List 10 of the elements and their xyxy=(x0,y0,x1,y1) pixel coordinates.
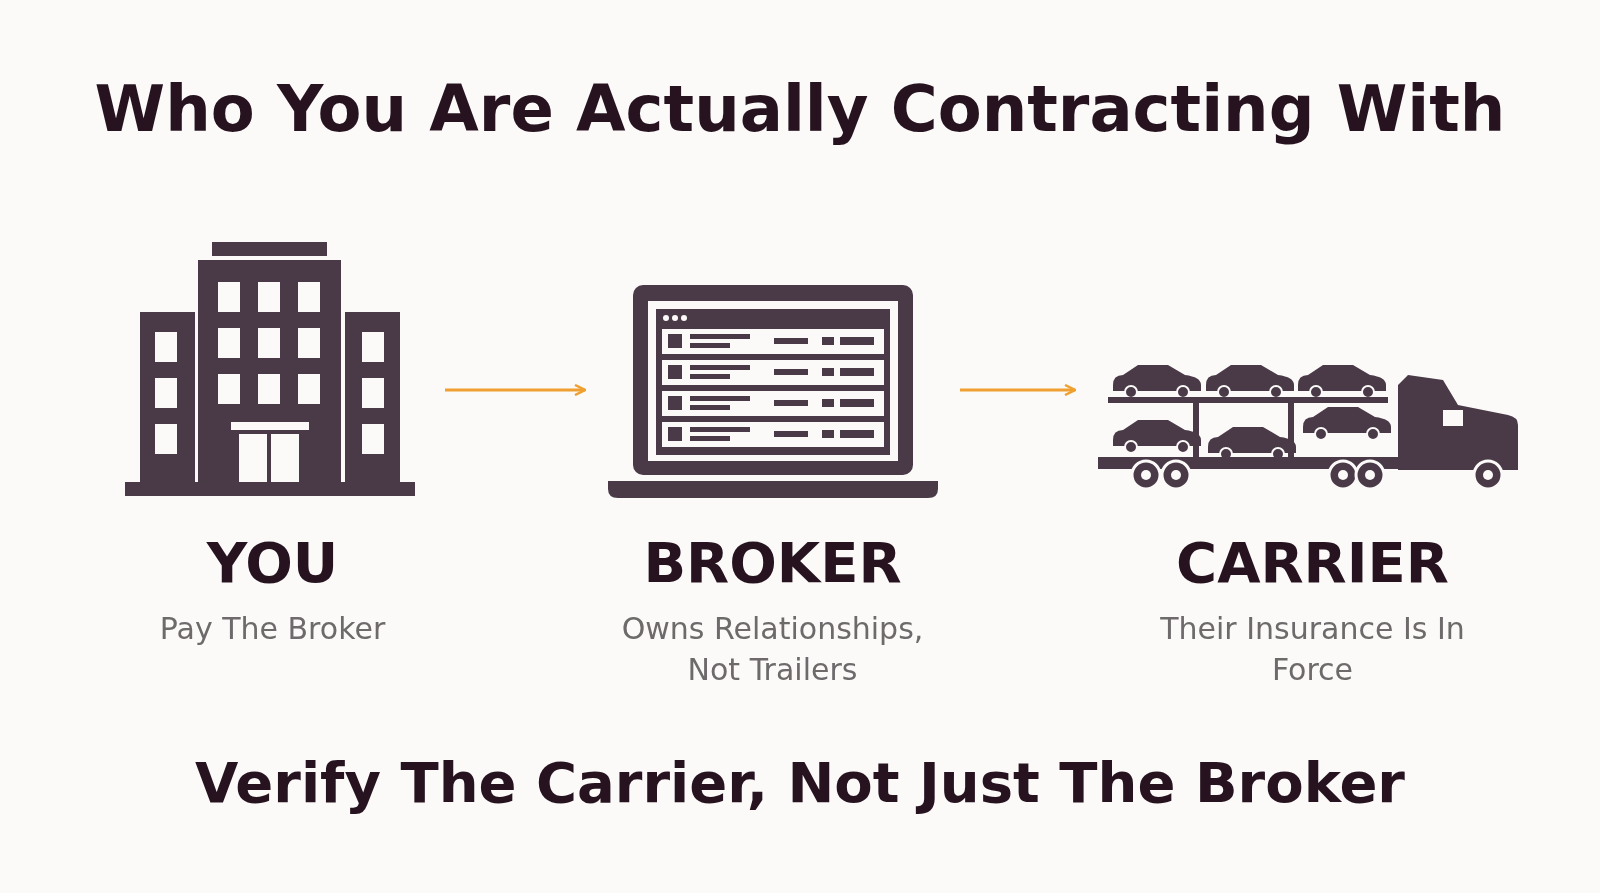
node-description: Pay The Broker xyxy=(159,610,386,648)
node-description: Their Insurance Is In Force xyxy=(1159,610,1466,689)
node-heading: CARRIER xyxy=(1176,530,1449,595)
node-heading: BROKER xyxy=(643,530,902,595)
arrow xyxy=(445,383,587,397)
arrow xyxy=(960,383,1077,397)
title: Who You Are Actually Contracting With xyxy=(93,72,1507,146)
caption: Verify The Carrier, Not Just The Broker xyxy=(194,750,1406,815)
node-heading: YOU xyxy=(206,530,339,595)
node-description: Owns Relationships, Not Trailers xyxy=(620,610,925,689)
